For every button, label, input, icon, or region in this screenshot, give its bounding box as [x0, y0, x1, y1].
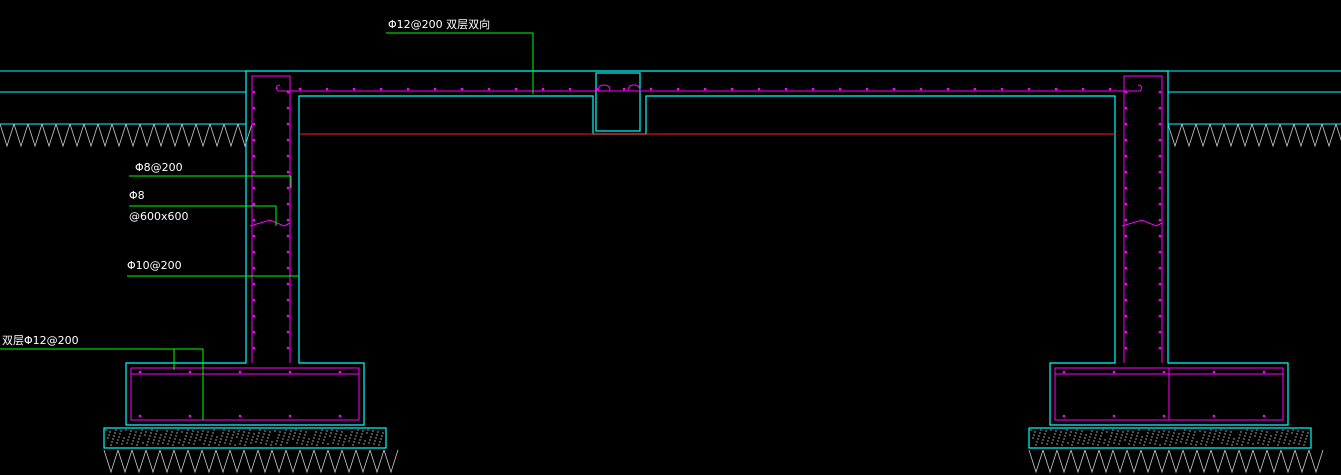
rebar-cages: [130, 75, 1284, 421]
soil-hatch: [0, 123, 1341, 474]
ground-right: [1168, 70, 1341, 125]
label-wall-stirrup-a: Φ8@200: [135, 161, 183, 174]
label-wall-stirrup-b: Φ10@200: [127, 259, 182, 272]
ground-left: [0, 70, 246, 125]
cushion-layers: [103, 427, 1312, 449]
label-base-slab-rebar: 双层Φ12@200: [2, 334, 79, 347]
label-wall-tie-diameter: Φ8: [129, 189, 145, 202]
label-top-slab-rebar: Φ12@200 双层双向: [388, 18, 491, 31]
label-wall-tie-spacing: @600x600: [129, 210, 189, 223]
rebar-dots: [138, 87, 1266, 418]
leader-lines: [0, 32, 534, 420]
